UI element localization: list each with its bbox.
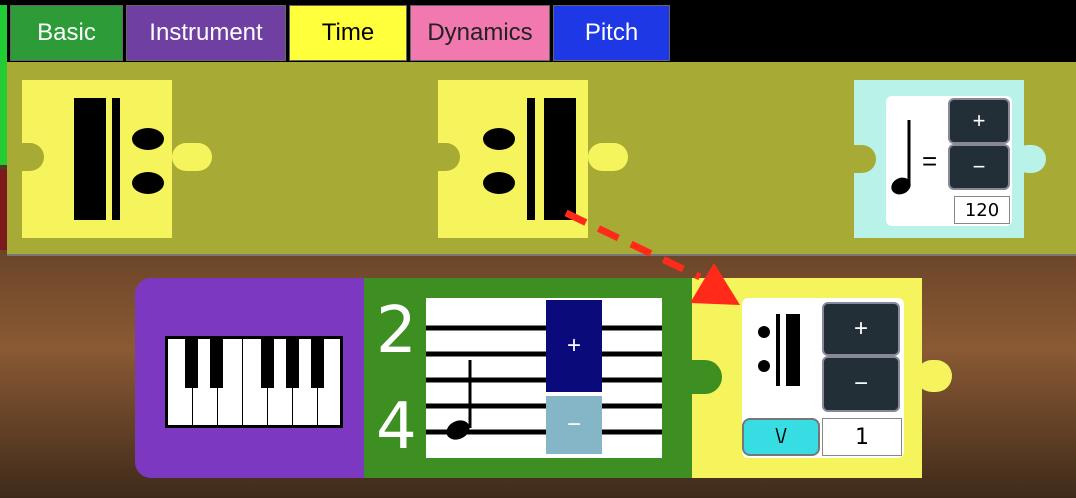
instrument-block[interactable] [135,278,375,478]
tab-time[interactable]: Time [289,5,407,61]
repeat-minus-button[interactable]: − [822,356,900,412]
repeat-dot [132,128,164,150]
connector-notch [22,143,44,171]
tempo-block[interactable]: = + − 120 [854,80,1024,238]
connector-tab [1014,145,1046,173]
tempo-plus-button[interactable]: + [948,98,1010,144]
repeat-dot [483,128,515,150]
tempo-panel: = + − 120 [886,96,1012,226]
side-scroll-indicator [0,5,7,165]
tab-pitch[interactable]: Pitch [553,5,670,61]
tempo-value-field[interactable]: 120 [954,196,1010,224]
thick-bar [786,314,800,386]
thick-bar [544,98,576,220]
repeat-dropdown-button[interactable]: \/ [742,418,820,456]
time-sig-minus-button[interactable]: − [546,396,602,454]
connector-tab [916,360,952,392]
tab-basic[interactable]: Basic [10,5,123,61]
thin-bar [527,98,535,220]
staff-icon [426,325,662,440]
drag-hint-arrow [564,209,740,305]
repeat-count-field[interactable]: 1 [822,418,902,456]
repeat-dot [758,360,770,372]
connector-notch [692,360,722,394]
connector-tab [172,143,212,171]
tempo-minus-button[interactable]: − [948,144,1010,190]
repeat-dot [758,326,770,338]
thin-bar [112,98,120,220]
connector-tab [588,143,628,171]
repeat-plus-button[interactable]: + [822,302,900,356]
tab-instrument[interactable]: Instrument [126,5,286,61]
repeat-panel: + − \/ 1 [742,298,904,458]
repeat-count-block[interactable]: + − \/ 1 [692,278,922,478]
time-sig-denominator: 4 [376,390,417,464]
thin-bar [776,314,780,386]
connector-notch [854,145,876,173]
time-signature-block[interactable]: 2 4 + − [364,278,692,478]
tempo-equals: = [922,146,938,176]
staff-panel: + − [426,298,662,458]
time-sig-numerator: 2 [376,294,417,368]
thick-bar [74,98,106,220]
connector-notch [438,143,460,171]
piano-keyboard-icon [165,336,343,428]
repeat-end-block[interactable] [438,80,588,238]
side-scroll-indicator-2 [0,170,7,250]
repeat-dot [483,172,515,194]
tab-dynamics[interactable]: Dynamics [410,5,550,61]
quarter-note-icon [891,120,911,195]
repeat-start-block[interactable] [22,80,172,238]
time-sig-plus-button[interactable]: + [546,300,602,392]
repeat-dot [132,172,164,194]
